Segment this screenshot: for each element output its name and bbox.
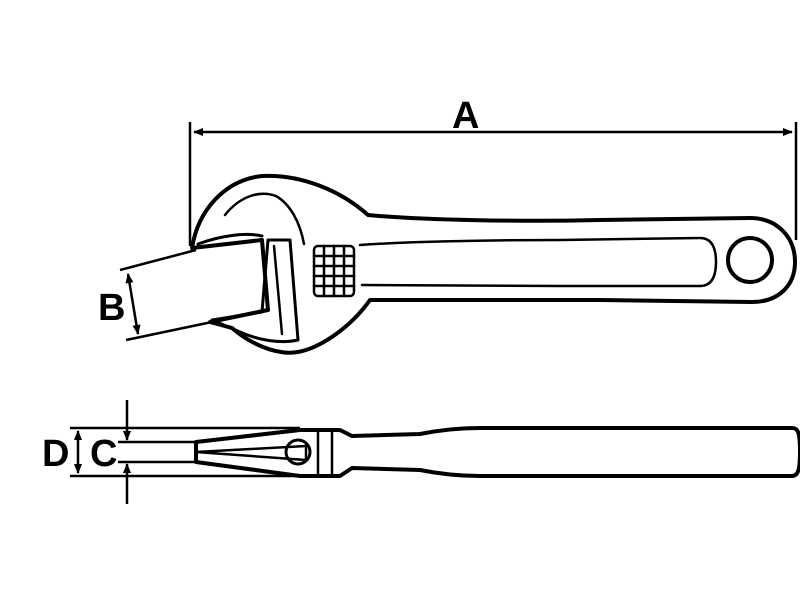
worm-screw [312,244,356,298]
wrench-side-view [194,426,800,478]
handle-groove [358,236,718,288]
dimension-b-label: B [98,287,125,329]
dimension-b [119,248,213,342]
fixed-jaw-edge [196,232,264,246]
wrench-outline [190,173,797,355]
hang-hole [726,236,774,284]
side-pin [284,438,312,466]
sliding-jaw [210,238,300,344]
side-jaw-line [194,444,308,462]
jaw-slot [272,244,284,336]
head-contour [223,192,306,246]
dimension-a-label: A [452,95,479,137]
dimension-b-extension-top [119,248,197,272]
dimension-d-label: D [42,433,69,475]
dimension-a [188,122,798,246]
dimension-b-arrow [125,273,141,335]
dimension-c-label: C [90,433,117,475]
wrench-top-view [190,173,797,355]
dimensions-c-d [70,400,300,504]
dimension-b-extension-bottom [125,320,213,342]
